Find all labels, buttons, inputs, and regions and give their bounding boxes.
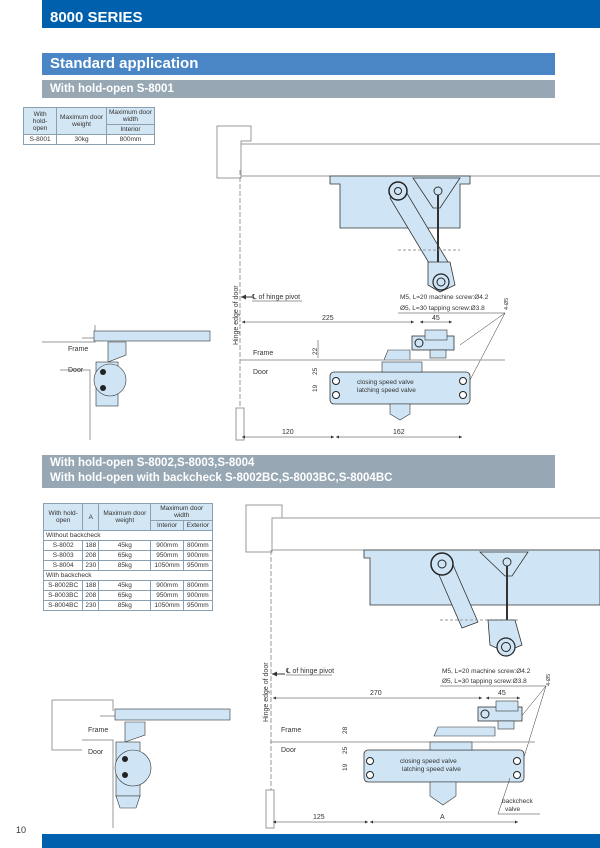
header-cell: Maximum door weight — [56, 107, 107, 135]
latching-valve-label-1: latching speed valve — [357, 387, 416, 394]
latching-valve-label-2: latching speed valve — [402, 766, 461, 773]
dim-120: 120 — [282, 429, 294, 436]
diagram-2-top-view — [245, 504, 600, 657]
cell-exterior: 950mm — [182, 600, 214, 611]
hinge-edge-label-1: Hinge edge of door — [233, 285, 240, 345]
screw-count-2: 4-Ø5 — [546, 674, 552, 686]
dim-270: 270 — [370, 690, 382, 697]
plan-view-1 — [42, 325, 211, 440]
backcheck-label-b: valve — [505, 806, 521, 813]
subsection-header-2: With hold-open S-8002,S-8003,S-8004 With… — [42, 455, 555, 488]
hinge-edge-label-2: Hinge edge of door — [263, 662, 270, 722]
dim-25-2: 25 — [342, 746, 349, 754]
cell-interior: 800mm — [105, 134, 156, 145]
closing-valve-label-2: closing speed valve — [400, 758, 457, 765]
frame-label-2: Frame — [281, 727, 301, 734]
subsection-title-2b: With hold-open with backcheck S-8002BC,S… — [50, 472, 393, 484]
closer-body-plan-2 — [363, 549, 600, 606]
dim-22: 22 — [312, 347, 319, 355]
frame-label-1: Frame — [253, 350, 273, 357]
cell-model: S-8001 — [22, 134, 58, 145]
spec-table-s8001: With hold-open Maximum door weight Maxim… — [22, 107, 156, 145]
subsection-title-1: With hold-open S-8001 — [50, 83, 174, 95]
plan-frame-label-1: Frame — [68, 346, 88, 353]
header-cell: A — [82, 503, 100, 531]
subsection-header-1: With hold-open S-8001 — [42, 80, 555, 98]
dim-45-2: 45 — [498, 690, 506, 697]
dim-A: A — [440, 814, 445, 821]
screw-count-1: 4-Ø5 — [504, 298, 510, 310]
plan-frame-label-2: Frame — [88, 727, 108, 734]
plan-door-label-1: Door — [68, 367, 84, 374]
door-label-1: Door — [253, 369, 269, 376]
header-cell: Maximum door weight — [98, 503, 152, 531]
dim-19-1: 19 — [312, 384, 319, 392]
plan-door-label-2: Door — [88, 749, 104, 756]
closer-body-elevation-1 — [329, 361, 471, 421]
closing-valve-label-1: closing speed valve — [357, 379, 414, 386]
hinge-pivot-label-2: ℄ of hinge pivot — [285, 668, 334, 675]
screw-spec-2a: M5, L=20 machine screw:Ø4.2 — [442, 668, 531, 675]
page-number: 10 — [16, 825, 27, 835]
series-header: 8000 SERIES — [42, 0, 600, 28]
cell-model: S-8004BC — [42, 600, 84, 611]
section-header: Standard application — [42, 53, 555, 75]
dim-162: 162 — [393, 429, 405, 436]
dim-125: 125 — [313, 814, 325, 821]
diagram-1-top-view — [216, 125, 600, 293]
dim-225: 225 — [322, 315, 334, 322]
series-title: 8000 SERIES — [50, 9, 143, 26]
table-row: S-8001 30kg 800mm — [22, 134, 156, 145]
dim-25-1: 25 — [312, 367, 319, 375]
spec-table-s8002-series: With hold-open A Maximum door weight Max… — [42, 503, 214, 611]
cell-interior: 1050mm — [150, 600, 184, 611]
screw-spec-1a: M5, L=20 machine screw:Ø4.2 — [400, 294, 489, 301]
subsection-title-2a: With hold-open S-8002,S-8003,S-8004 — [50, 457, 255, 469]
section-title: Standard application — [50, 55, 199, 72]
closer-body-elevation-2 — [363, 741, 525, 806]
header-cell: With hold-open — [22, 107, 58, 135]
door-label-2: Door — [281, 747, 297, 754]
screw-spec-2b: Ø5, L=30 tapping screw:Ø3.8 — [442, 678, 527, 685]
dim-45-1: 45 — [432, 315, 440, 322]
dim-28: 28 — [342, 726, 349, 734]
footer-bar — [42, 834, 600, 848]
screw-spec-1b: Ø5, L=30 tapping screw:Ø3.8 — [400, 305, 485, 312]
hinge-pivot-label-1: ℄ of hinge pivot — [251, 294, 300, 301]
backcheck-label-a: backcheck — [502, 798, 533, 805]
header-cell: With hold-open — [42, 503, 84, 531]
dim-19-2: 19 — [342, 763, 349, 771]
plan-view-2 — [51, 699, 231, 828]
